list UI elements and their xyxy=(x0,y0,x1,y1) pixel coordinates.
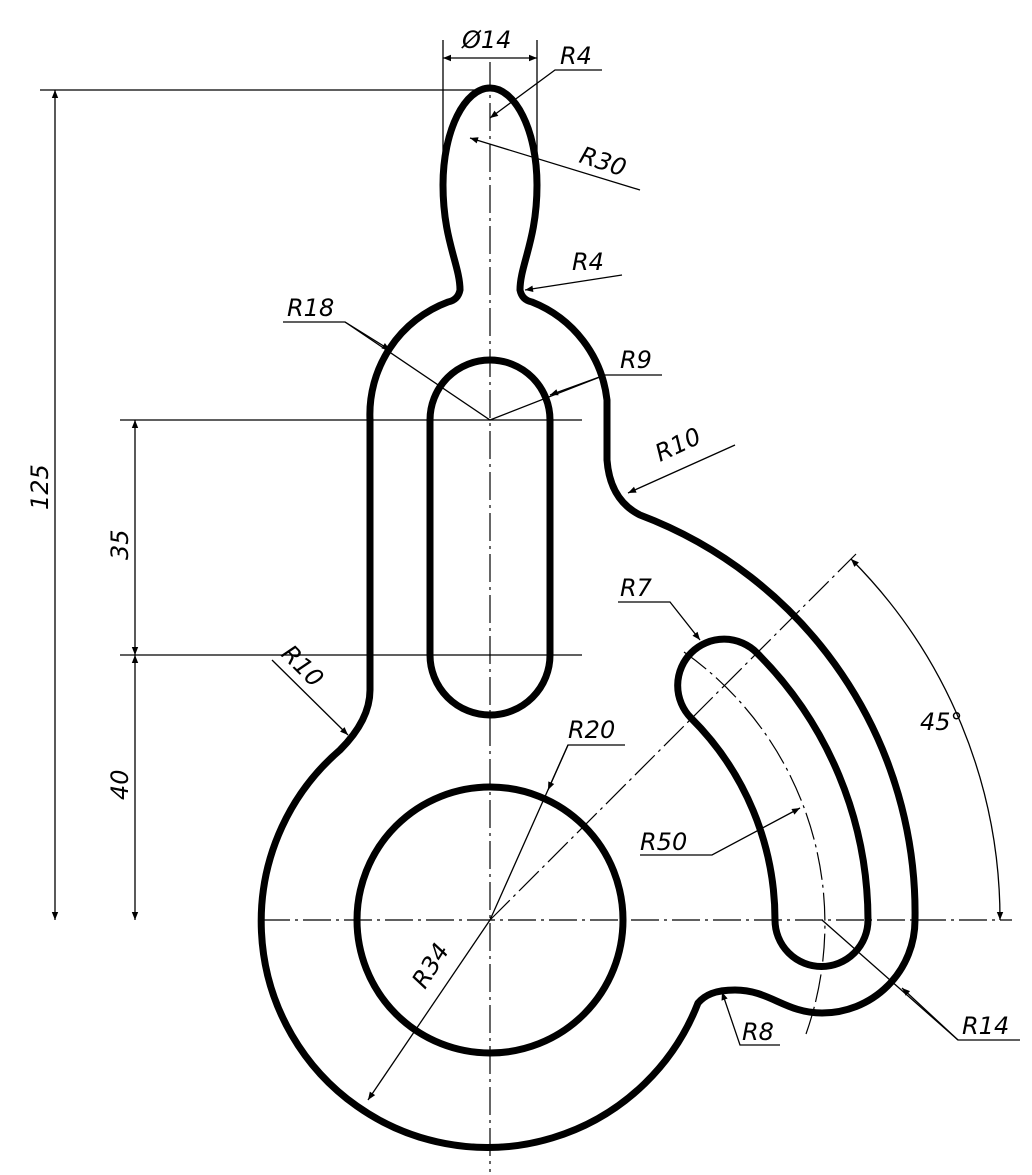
r50-arc-centerline xyxy=(683,651,826,1035)
label-r34: R34 xyxy=(406,938,455,993)
label-r10-right: R10 xyxy=(651,422,706,467)
label-r10-left: R10 xyxy=(276,639,329,692)
centerlines xyxy=(262,62,1012,1172)
label-40: 40 xyxy=(106,769,134,800)
extension-lines xyxy=(40,40,582,656)
label-r20: R20 xyxy=(568,716,615,744)
label-45-degrees: 45° xyxy=(920,708,963,736)
label-r7: R7 xyxy=(620,574,653,602)
label-r18: R18 xyxy=(287,294,334,322)
label-r4-neck: R4 xyxy=(572,248,604,276)
label-r4-top: R4 xyxy=(560,42,592,70)
label-35: 35 xyxy=(106,529,134,560)
arc-slot xyxy=(674,635,872,970)
diagonal-centerline-45 xyxy=(489,553,857,921)
main-hole xyxy=(353,783,627,1057)
label-125: 125 xyxy=(26,464,54,510)
dimension-labels: Ø14 R4 R30 R4 R18 R9 R10 125 35 40 R10 R… xyxy=(26,26,1009,1046)
label-r30: R30 xyxy=(576,141,630,182)
part-outline xyxy=(257,84,919,1151)
label-dia14: Ø14 xyxy=(461,26,511,54)
label-r8: R8 xyxy=(742,1018,774,1046)
dimension-lines xyxy=(51,54,1020,1101)
label-r50: R50 xyxy=(640,828,687,856)
label-r9: R9 xyxy=(620,346,652,374)
label-r14: R14 xyxy=(962,1012,1009,1040)
